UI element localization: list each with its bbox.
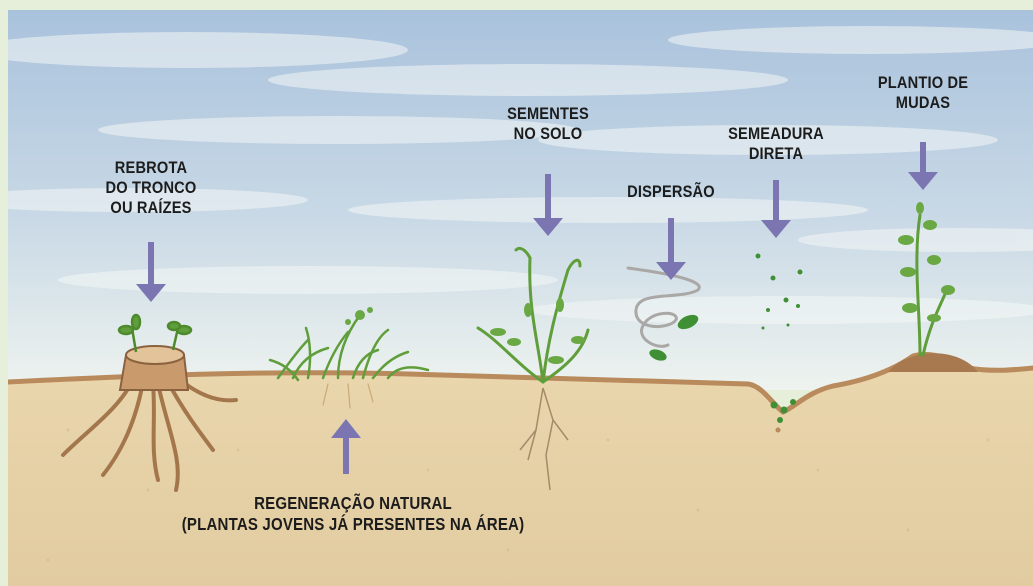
seed-icon	[649, 349, 667, 361]
soil-mound	[888, 353, 978, 372]
direct-seeding-icon	[755, 253, 803, 433]
arrows	[136, 142, 938, 474]
seedling-roots	[519, 387, 569, 491]
scene-illustration	[8, 10, 1033, 586]
seed-icon	[677, 314, 699, 330]
tree-stump-icon	[61, 313, 238, 492]
planted-seedling-icon	[888, 202, 978, 372]
label-sementes-no-solo: SEMENTES NO SOLO	[507, 104, 589, 143]
arrow-icon	[761, 180, 791, 238]
label-plantio-de-mudas: PLANTIO DE MUDAS	[877, 73, 969, 112]
arrow-icon	[136, 242, 166, 302]
arrow-icon-up	[331, 419, 361, 474]
grass-icon	[268, 307, 430, 409]
seedling-icon	[476, 246, 590, 491]
stump-roots	[61, 376, 238, 492]
label-rebrota: REBROTA DO TRONCO OU RAÍZES	[105, 158, 197, 217]
diagram-scene: REBROTA DO TRONCO OU RAÍZES SEMENTES NO …	[8, 10, 1033, 586]
soil-texture	[46, 428, 990, 562]
soil	[8, 354, 1033, 586]
seed-dispersal-icon	[626, 266, 701, 361]
arrow-icon	[656, 218, 686, 280]
arrow-icon	[533, 174, 563, 236]
label-regeneracao-natural: REGENERAÇÃO NATURAL (PLANTAS JOVENS JÁ P…	[181, 493, 525, 534]
label-semeadura-direta: SEMEADURA DIRETA	[728, 124, 824, 163]
grass-roots	[322, 383, 374, 409]
clouds	[8, 26, 1033, 324]
stump-sprouts	[117, 313, 193, 353]
label-dispersao: DISPERSÃO	[627, 182, 715, 201]
arrow-icon	[908, 142, 938, 190]
